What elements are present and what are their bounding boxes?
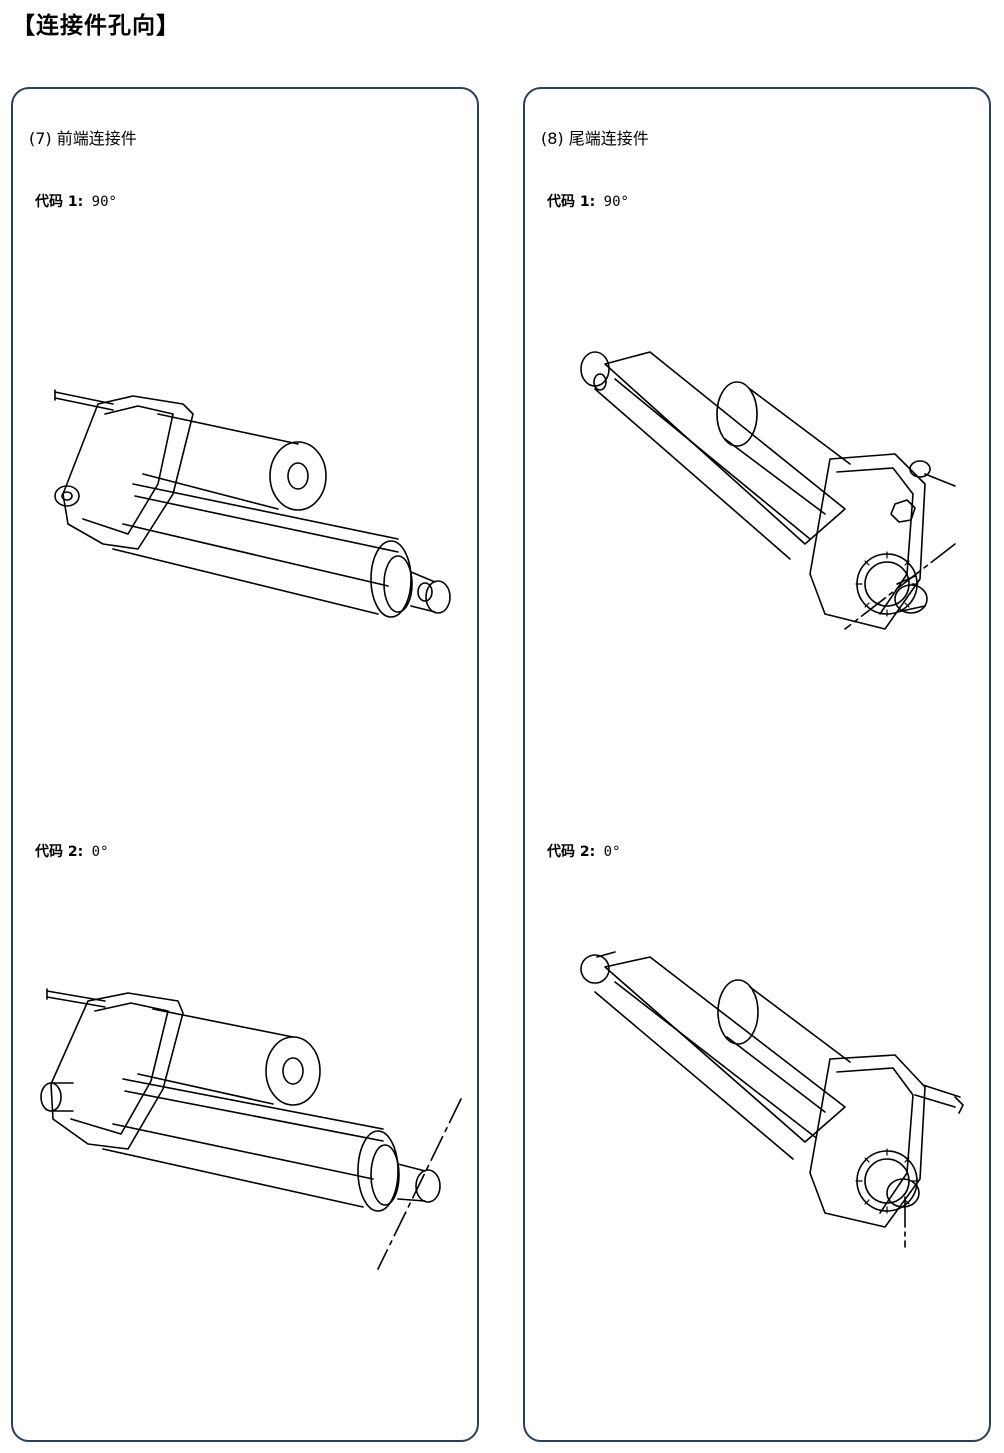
- front-connector-panel: (7) 前端连接件 代码 1: 90° 代码 2: 0°: [11, 87, 479, 1442]
- code-key: 代码 1:: [35, 194, 84, 210]
- code-value: 0°: [91, 844, 109, 860]
- code-key: 代码 1:: [547, 194, 596, 210]
- code-value: 90°: [91, 194, 117, 210]
- code-2-label: 代码 2: 0°: [547, 841, 621, 861]
- linear-actuator-front-90-drawing: [43, 374, 453, 644]
- code-key: 代码 2:: [35, 844, 84, 860]
- panel-heading: (7) 前端连接件: [29, 129, 137, 148]
- panel-heading: (8) 尾端连接件: [541, 129, 649, 148]
- code-value: 0°: [603, 844, 621, 860]
- linear-actuator-rear-0-drawing: [575, 947, 975, 1267]
- linear-actuator-front-0-drawing: [33, 979, 463, 1279]
- page-title: 【连接件孔向】: [12, 13, 180, 39]
- code-2-label: 代码 2: 0°: [35, 841, 109, 861]
- code-value: 90°: [603, 194, 629, 210]
- rear-connector-panel: (8) 尾端连接件 代码 1: 90° 代码: [523, 87, 991, 1442]
- code-1-label: 代码 1: 90°: [547, 191, 629, 211]
- code-key: 代码 2:: [547, 844, 596, 860]
- code-1-label: 代码 1: 90°: [35, 191, 117, 211]
- linear-actuator-rear-90-drawing: [575, 344, 965, 664]
